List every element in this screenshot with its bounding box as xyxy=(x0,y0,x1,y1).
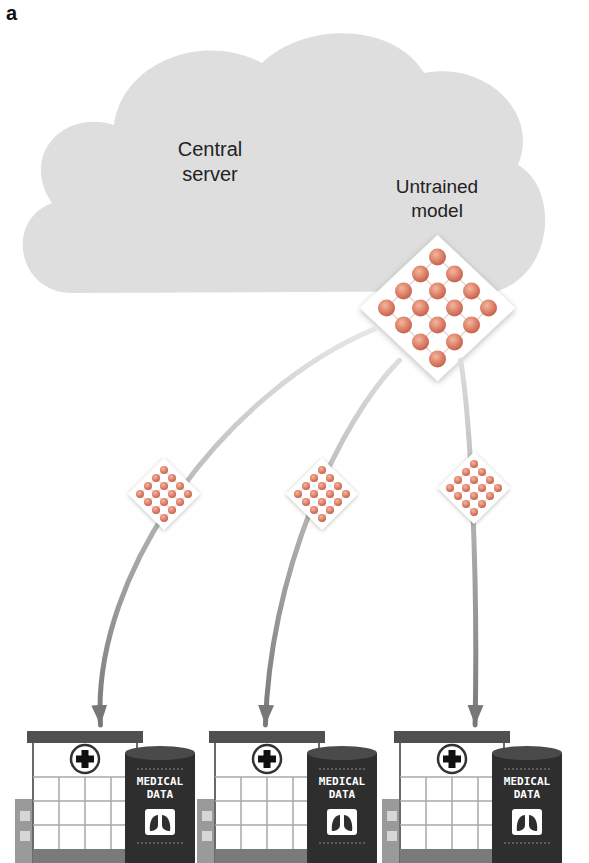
hospital-roof xyxy=(394,731,510,743)
hospital-node: MEDICAL DATA xyxy=(197,725,387,863)
panel-letter: a xyxy=(6,2,17,25)
database-label: MEDICAL DATA xyxy=(125,775,195,801)
hospital-icon xyxy=(15,725,205,863)
hospital-building xyxy=(33,739,137,863)
database-top xyxy=(307,746,377,760)
hospital-icon xyxy=(382,725,572,863)
database-top xyxy=(125,746,195,760)
database-label: MEDICAL DATA xyxy=(307,775,377,801)
database-label: MEDICAL DATA xyxy=(492,775,562,801)
hospital-sign xyxy=(71,745,99,773)
hospital-icon xyxy=(197,725,387,863)
model-copy xyxy=(286,458,358,530)
xray-icon xyxy=(512,809,542,835)
database-cylinder xyxy=(125,753,195,863)
hospital-base xyxy=(400,849,504,863)
hospital-windows xyxy=(400,777,504,849)
model-label: Untrained model xyxy=(377,175,497,223)
lung-icon xyxy=(332,815,340,831)
hospital-sign xyxy=(438,745,466,773)
lung-icon xyxy=(150,815,158,831)
hospital-base xyxy=(215,849,319,863)
distribution-arrow xyxy=(100,329,375,725)
xray-icon xyxy=(327,809,357,835)
network-links xyxy=(387,257,489,359)
hospital-node: MEDICAL DATA xyxy=(382,725,572,863)
lung-icon xyxy=(162,815,170,831)
model-copy xyxy=(128,458,200,530)
hospital-windows xyxy=(33,777,137,849)
cloud-body xyxy=(23,33,546,293)
network-neurons xyxy=(378,249,497,368)
hospital-windows xyxy=(215,777,319,849)
server-cloud: Central serverUntrained model xyxy=(10,25,550,310)
distribution-arrow xyxy=(265,360,399,725)
hospital-building xyxy=(215,739,319,863)
hospital-roof xyxy=(27,731,143,743)
lung-icon xyxy=(517,815,525,831)
hospital-base xyxy=(33,849,137,863)
distribution-arrow xyxy=(461,360,476,725)
lung-icon xyxy=(529,815,537,831)
hospital-node: MEDICAL DATA xyxy=(15,725,205,863)
xray-icon xyxy=(145,809,175,835)
model-diamond xyxy=(360,235,515,381)
server-label: Central server xyxy=(150,137,270,187)
database-cylinder xyxy=(492,753,562,863)
lung-icon xyxy=(344,815,352,831)
model-network xyxy=(355,233,520,383)
model-node: Untrained model xyxy=(355,175,520,383)
hospital-roof xyxy=(209,731,325,743)
database-cylinder xyxy=(307,753,377,863)
hospital-building xyxy=(400,739,504,863)
hospital-sign xyxy=(253,745,281,773)
model-copy xyxy=(438,452,510,524)
database-top xyxy=(492,746,562,760)
